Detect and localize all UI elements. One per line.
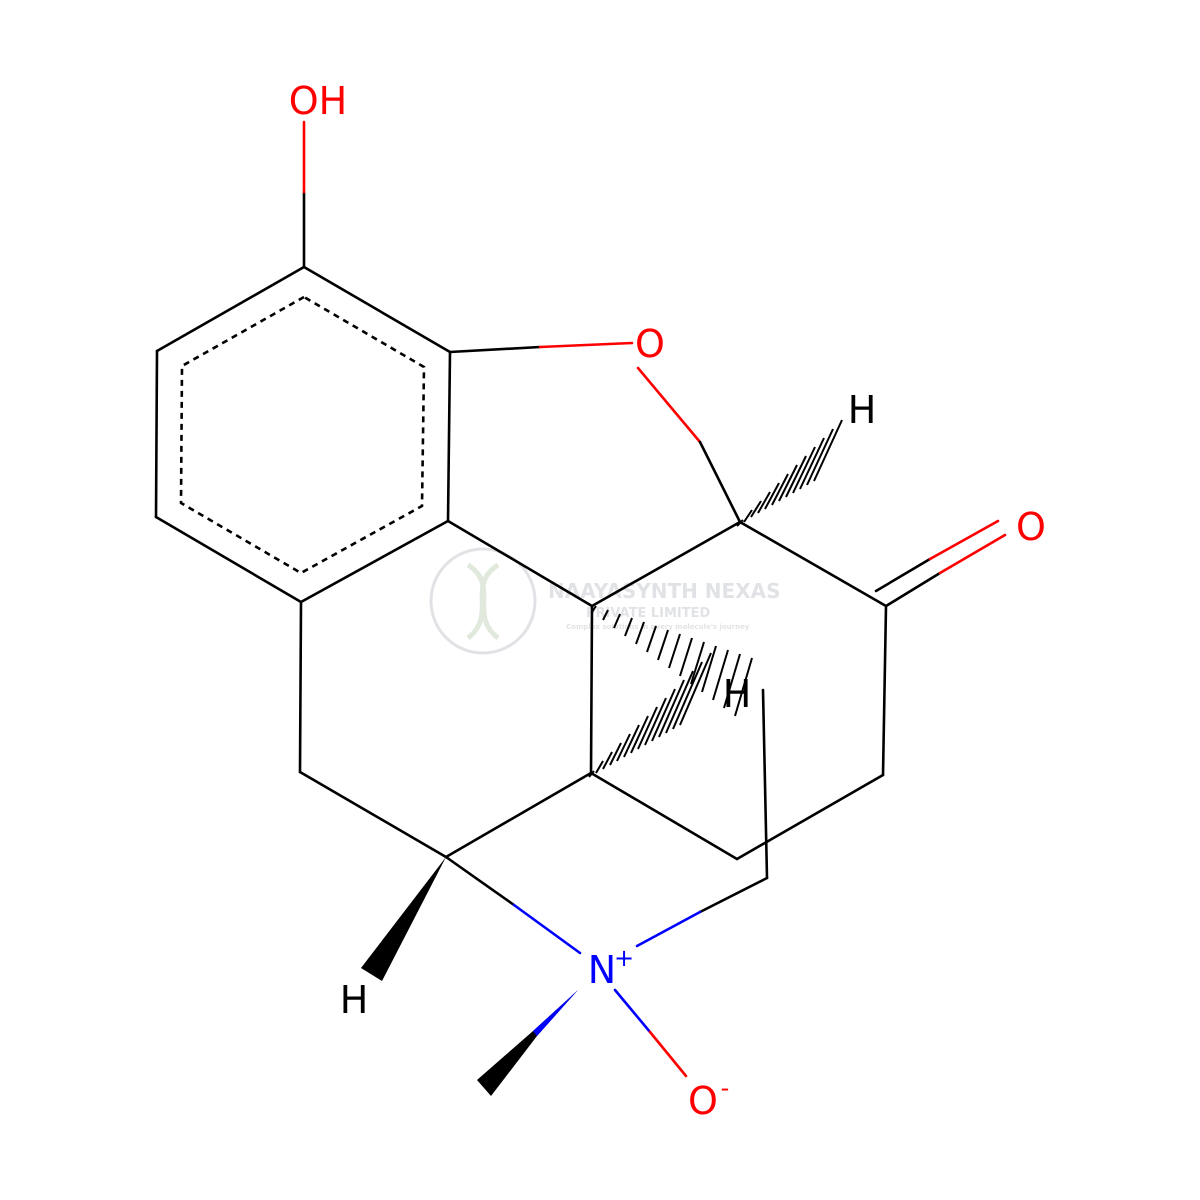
- hash-bond-h-c14: [588, 652, 712, 778]
- nitrogen-charge: +: [614, 944, 634, 972]
- oxide-charge: -: [721, 1074, 730, 1102]
- watermark-suffix: PRIVATE LIMITED: [586, 606, 711, 621]
- hydroxyl-label: OH: [289, 79, 347, 123]
- watermark: NAAYASYNTH NEXAS PRIVATE LIMITED Complex…: [429, 547, 781, 655]
- wedge-bond-methyl-blue: [533, 990, 578, 1036]
- watermark-tagline: Complex solutions in every molecule's jo…: [566, 623, 750, 631]
- hydrogen-c5-label: H: [848, 388, 877, 432]
- oxide-oxygen-label: O: [688, 1079, 718, 1123]
- hydrogen-c9-label: H: [340, 978, 369, 1022]
- ring-oxygen-label: O: [635, 322, 665, 366]
- hydrogen-c14-label: H: [723, 672, 752, 716]
- ketone-oxygen-label: O: [1016, 505, 1046, 549]
- watermark-helix-icon: [466, 562, 500, 640]
- watermark-company: NAAYASYNTH NEXAS: [548, 579, 781, 603]
- aromatic-ring: [154, 265, 452, 604]
- watermark-logo-icon: [429, 547, 537, 655]
- hash-bond-h-c5: [736, 419, 843, 527]
- wedge-bond-h-c9: [361, 857, 446, 981]
- hash-bond-h-c13: [591, 605, 753, 717]
- nitrogen-label: N: [588, 948, 616, 992]
